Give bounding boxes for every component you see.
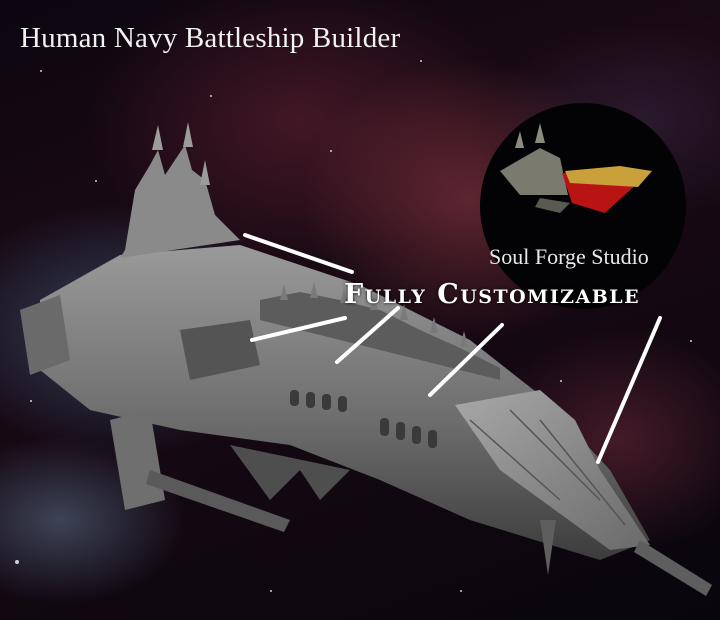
page-title: Human Navy Battleship Builder <box>20 22 401 54</box>
logo-ship-icon <box>500 123 652 213</box>
callout-label: Fully Customizable <box>344 279 641 310</box>
pointer-line <box>243 233 354 274</box>
ship-prow <box>455 390 650 550</box>
pointer-line <box>428 323 504 397</box>
pointer-line <box>250 316 347 342</box>
studio-logo <box>480 103 686 309</box>
studio-name: Soul Forge Studio <box>489 244 649 269</box>
prow-cannon <box>634 540 712 596</box>
cathedral-tower <box>120 145 240 258</box>
pointer-line <box>596 316 662 464</box>
engine-pod <box>20 295 70 375</box>
pointer-line <box>335 306 400 364</box>
